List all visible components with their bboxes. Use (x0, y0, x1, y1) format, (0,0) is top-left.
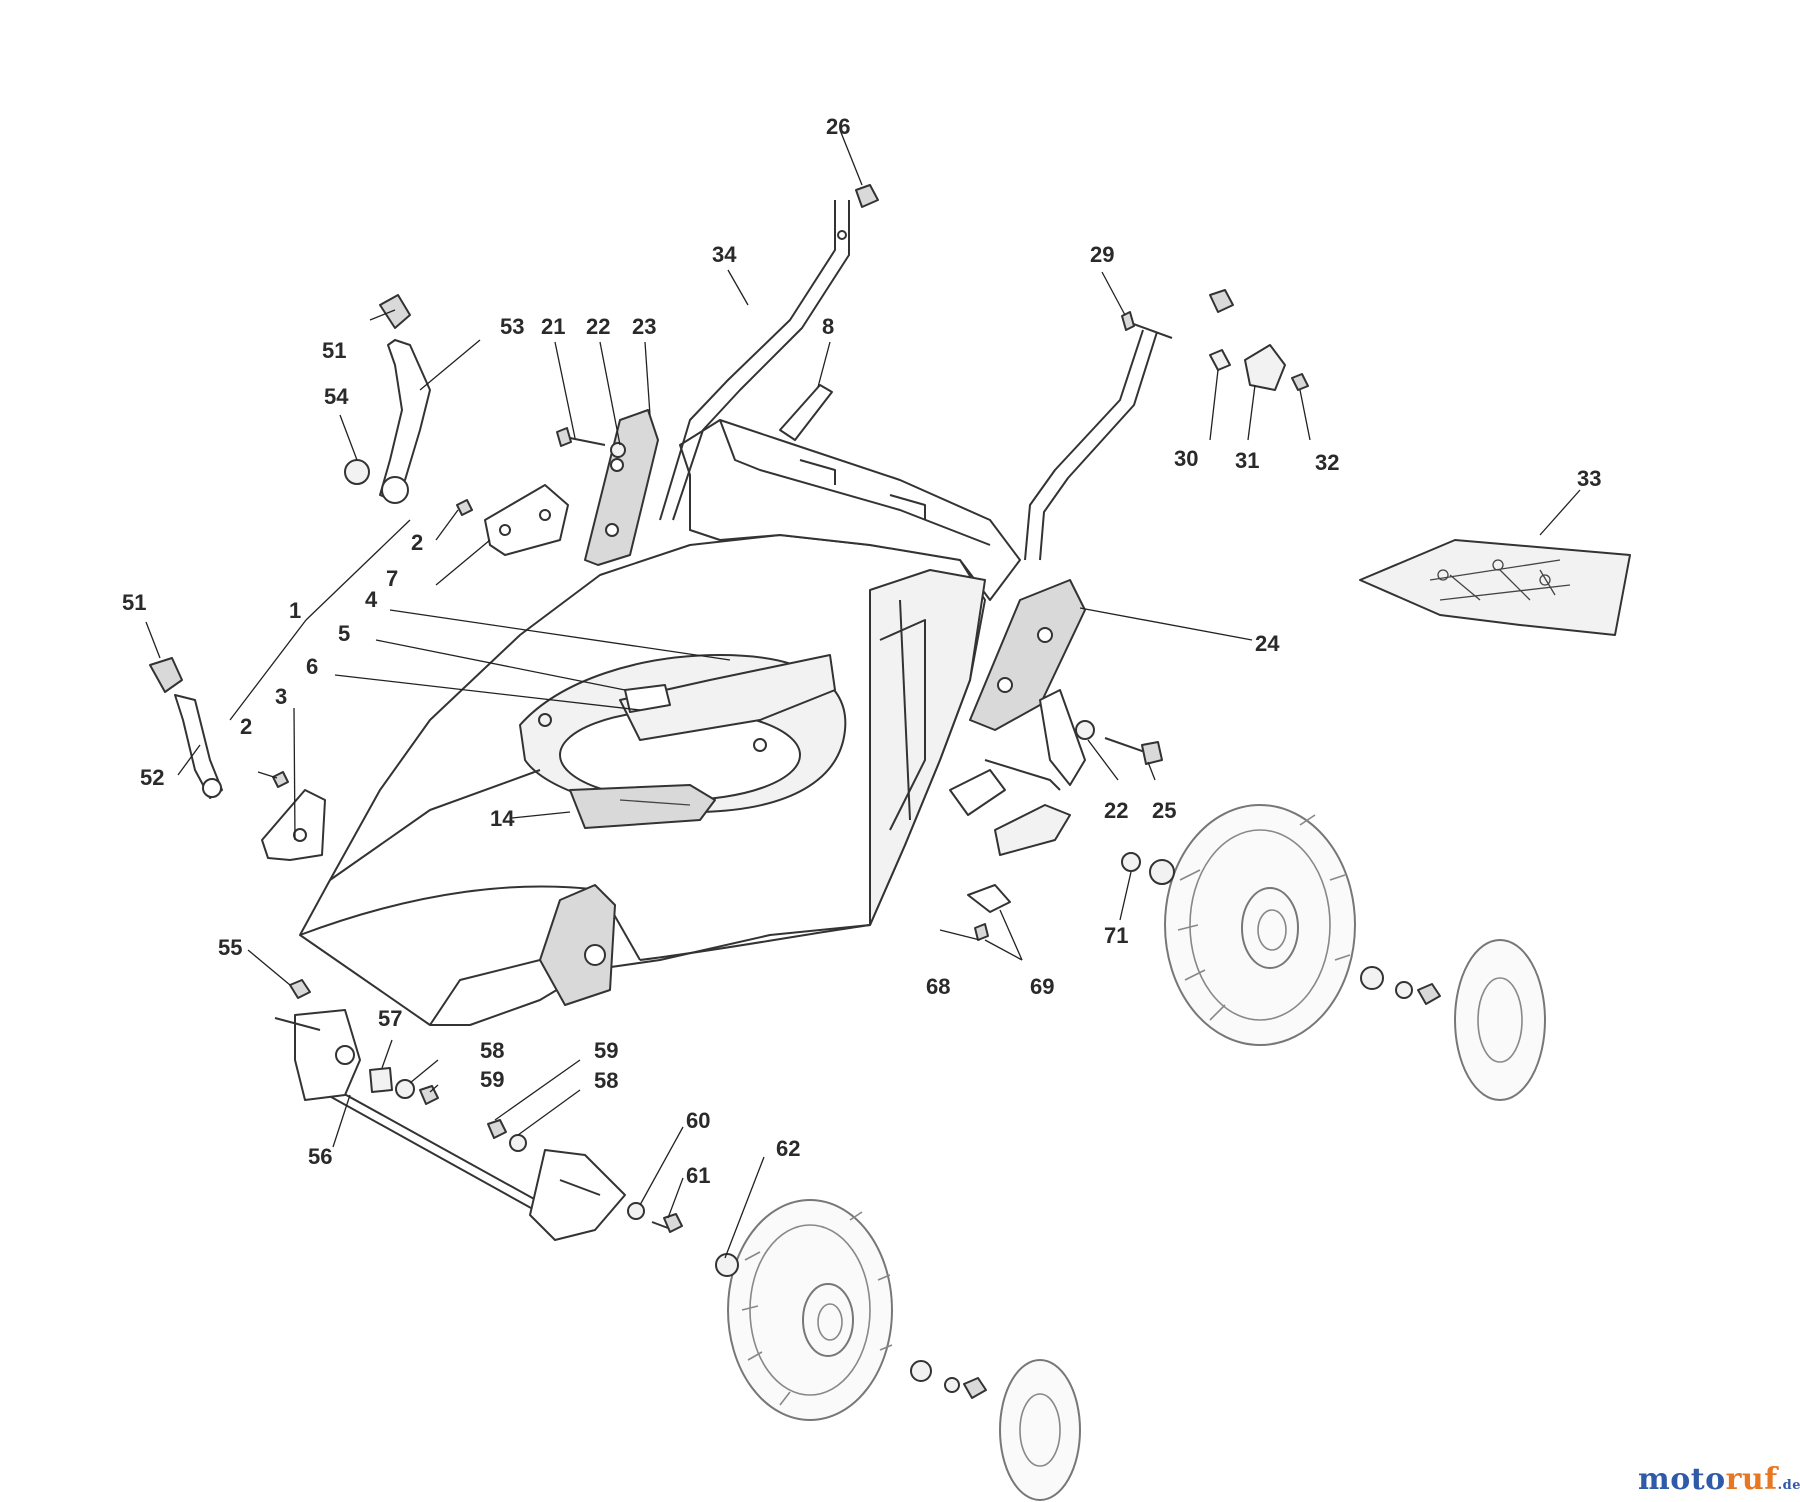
watermark-text-2: ruf (1725, 1462, 1778, 1497)
callout-34: 34 (712, 242, 737, 267)
callout-30: 30 (1174, 446, 1198, 471)
callout-32: 32 (1315, 450, 1339, 475)
callout-7: 7 (386, 566, 398, 591)
callout-52: 52 (140, 765, 164, 790)
callout-22a: 22 (586, 314, 610, 339)
lock-link (779, 384, 833, 441)
handle-bracket-right (969, 579, 1086, 731)
callout-23: 23 (632, 314, 656, 339)
front-axle (274, 979, 683, 1241)
callout-29: 29 (1090, 242, 1114, 267)
callout-57: 57 (378, 1006, 402, 1031)
callout-1: 1 (289, 598, 301, 623)
callout-22b: 22 (1104, 798, 1128, 823)
callout-26: 26 (826, 114, 850, 139)
callout-2b: 2 (240, 714, 252, 739)
right-hardware (967, 720, 1163, 941)
callout-62: 62 (776, 1136, 800, 1161)
callout-51a: 51 (322, 338, 346, 363)
height-lever-rear (344, 294, 569, 556)
callout-59a: 59 (480, 1067, 504, 1092)
pivot-bolt-left (556, 427, 626, 458)
callout-33: 33 (1577, 466, 1601, 491)
leader-lines (145, 129, 1581, 1259)
callout-58b: 58 (594, 1068, 618, 1093)
handle-bracket-left (584, 409, 659, 566)
callout-56: 56 (308, 1144, 332, 1169)
height-lever-front (149, 657, 326, 861)
watermark-logo: motoruf.de (1638, 1462, 1800, 1497)
callout-24: 24 (1255, 631, 1280, 656)
callout-60: 60 (686, 1108, 710, 1133)
callout-31: 31 (1235, 448, 1259, 473)
callout-8: 8 (822, 314, 834, 339)
callout-3: 3 (275, 684, 287, 709)
handle-tube (659, 184, 1234, 561)
callout-51b: 51 (122, 590, 146, 615)
watermark-text-1: moto (1638, 1462, 1726, 1497)
callout-labels: 26 34 29 21 22 23 8 51 53 54 30 31 32 33… (122, 114, 1601, 1188)
callout-53: 53 (500, 314, 524, 339)
rear-wheel (1149, 804, 1546, 1101)
hardware-bag (1359, 539, 1631, 636)
callout-61: 61 (686, 1163, 710, 1188)
callout-55: 55 (218, 935, 242, 960)
callout-2a: 2 (411, 530, 423, 555)
callout-59b: 59 (594, 1038, 618, 1063)
callout-25: 25 (1152, 798, 1176, 823)
callout-5: 5 (338, 621, 350, 646)
mower-deck (299, 419, 1021, 1026)
watermark-text-3: .de (1777, 1478, 1800, 1493)
callout-21: 21 (541, 314, 565, 339)
handle-knob-set (1121, 311, 1309, 391)
callout-4: 4 (365, 587, 378, 612)
callout-68: 68 (926, 974, 950, 999)
callout-54: 54 (324, 384, 349, 409)
rear-axle (949, 689, 1086, 856)
callout-71: 71 (1104, 923, 1128, 948)
callout-58a: 58 (480, 1038, 504, 1063)
callout-6: 6 (306, 654, 318, 679)
callout-69: 69 (1030, 974, 1054, 999)
front-wheel (715, 1199, 1081, 1501)
callout-14: 14 (490, 806, 515, 831)
